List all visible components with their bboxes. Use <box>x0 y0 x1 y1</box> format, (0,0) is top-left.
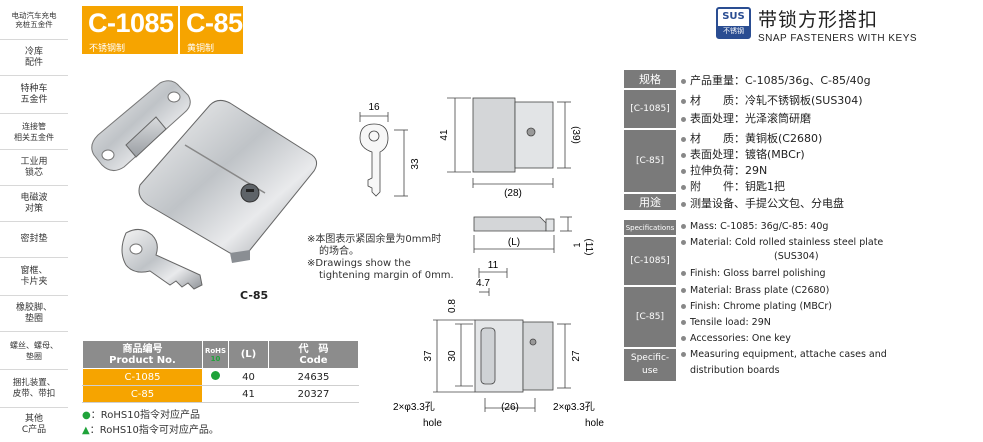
spec-row: [C-1085] 材 质：冷轧不锈钢板(SUS304) 表面处理：光泽滚筒研磨 <box>624 90 974 128</box>
sidebar-item-industrial-lock[interactable]: 工业用 锁芯 <box>0 150 68 186</box>
model-code: C-85 <box>186 8 243 38</box>
product-caption: C-85 <box>240 289 269 302</box>
dim-top-width: 41 <box>439 129 450 141</box>
page-title: 带锁方形搭扣 <box>758 9 879 31</box>
dim-key-height: 33 <box>410 158 420 170</box>
page-subtitle: SNAP FASTENERS WITH KEYS <box>758 33 918 44</box>
latch-body <box>138 99 318 263</box>
hole-label-right: 2×φ3.3孔 <box>553 401 595 413</box>
sidebar-item-special-vehicle[interactable]: 特种车 五金件 <box>0 76 68 114</box>
top-view-drawing: 41 (39) (28) <box>439 97 581 199</box>
dim-side-length: (L) <box>508 237 520 248</box>
spec-row: 规格 产品重量：C-1085/36g、C-85/40g <box>624 70 974 88</box>
dim-front-27: 27 <box>571 350 582 362</box>
sidebar-item-rubber-feet[interactable]: 橡胶脚、 垫圈 <box>0 296 68 332</box>
dim-front-37: 37 <box>423 350 434 362</box>
dim-top-bottom-width: (28) <box>504 188 522 199</box>
dim-front-4-7: 4.7 <box>476 278 490 289</box>
sidebar-item-seal[interactable]: 密封垫 <box>0 222 68 258</box>
dim-key-width: 16 <box>368 102 380 113</box>
table-row[interactable]: C-85 41 20327 <box>82 385 359 403</box>
model-material: 黄铜制 <box>187 44 215 54</box>
dim-side-height: (11) <box>583 238 594 255</box>
sidebar-item-cold-storage[interactable]: 冷库 配件 <box>0 40 68 76</box>
dim-side-small: 1 <box>572 242 582 247</box>
sidebar-item-binding[interactable]: 捆扎装置、 皮带、带扣 <box>0 370 68 408</box>
table-row[interactable]: C-1085 40 24635 <box>82 368 359 386</box>
dim-front-0-8: 0.8 <box>447 299 458 313</box>
sidebar-item-other[interactable]: 其他 C产品 <box>21 414 47 435</box>
legend-item: ▲：RoHS10指令可对应产品。 <box>82 425 219 436</box>
legend-item: ●：RoHS10指令对应产品 <box>82 410 200 421</box>
product-photo <box>91 80 318 290</box>
side-view-drawing: (L) 1 (11) <box>473 216 594 256</box>
sidebar-item-ev-charging[interactable]: 电动汽车充电 充桩五金件 <box>0 0 68 40</box>
col-header-product-no: 商品编号 Product No. <box>82 340 203 369</box>
spec-row: [C-1085] Material: Cold rolled stainless… <box>624 237 974 285</box>
dim-front-26: (26) <box>501 402 519 413</box>
col-header-code: 代 码 Code <box>268 340 359 369</box>
sidebar-item-connecting-pipe[interactable]: 连接管 相关五金件 <box>0 114 68 150</box>
drawing-note: ※本图表示紧固余量为0mm时 的场合。 ※Drawings show the t… <box>307 234 454 281</box>
model-tab-c1085[interactable]: C-1085 不锈钢制 <box>82 6 178 54</box>
spec-row: Specifications Mass: C-1085: 36g/C-85: 4… <box>624 220 974 235</box>
model-tab-c85[interactable]: C-85 黄铜制 <box>180 6 243 54</box>
col-header-length: (L) <box>228 340 269 369</box>
sidebar: 电动汽车充电 充桩五金件 冷库 配件 特种车 五金件 连接管 相关五金件 工业用… <box>0 0 68 442</box>
dim-top-inner-height: (39) <box>570 126 581 144</box>
hole-label-left-en: hole <box>423 418 442 429</box>
spec-row: 用途 测量设备、手提公文包、分电盘 <box>624 194 974 210</box>
spec-row: [C-85] 材 质：黄铜板(C2680) 表面处理：镀铬(MBCr) 拉伸负荷… <box>624 130 974 193</box>
hole-label-left: 2×φ3.3孔 <box>393 401 435 413</box>
hole-label-right-en: hole <box>585 418 604 429</box>
sidebar-item-screws[interactable]: 螺丝、螺母、 垫圈 <box>0 332 68 370</box>
model-code: C-1085 <box>88 8 174 38</box>
dim-front-30: 30 <box>447 350 458 362</box>
key-drawing: 16 33 <box>359 102 420 197</box>
front-view-drawing: 11 4.7 0.8 37 30 27 (26) 2×φ3.3孔 hole 2×… <box>393 260 604 429</box>
sus-badge: SUS 不锈钢 <box>716 7 751 39</box>
model-material: 不锈钢制 <box>89 44 126 54</box>
sidebar-item-window-frame[interactable]: 窗框、 卡片夹 <box>0 258 68 296</box>
spec-row: Specific- use Measuring equipment, attac… <box>624 349 974 381</box>
spec-row: [C-85] Material: Brass plate (C2680) Fin… <box>624 285 974 347</box>
dim-front-11: 11 <box>488 260 499 271</box>
key-photo <box>121 229 203 290</box>
sidebar-item-emi[interactable]: 电磁波 对策 <box>0 186 68 222</box>
rohs-dot <box>211 371 220 380</box>
catch-plate <box>91 80 191 171</box>
